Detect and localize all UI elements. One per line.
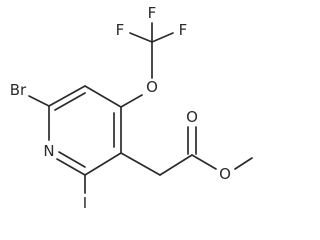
bond-c3-ch2 <box>120 152 161 176</box>
atom-label-n-ring: N <box>43 142 54 160</box>
bond-c2-c3 <box>84 152 122 176</box>
bond-o-ester-ch3 <box>234 157 253 170</box>
atom-label-o-ester: O <box>219 165 231 183</box>
bond-c5-c6-inner <box>54 92 86 111</box>
atom-label-i: I <box>83 194 87 212</box>
atom-label-f-top: F <box>148 4 157 22</box>
atom-label-o-carbonyl: O <box>186 108 198 126</box>
bonds <box>28 22 253 194</box>
bond-cf3-f-right <box>151 32 174 43</box>
bond-o-ether-c4 <box>120 94 143 108</box>
bond-c5-c6 <box>48 85 86 107</box>
bond-c-carbonyl-o-ester <box>191 154 217 170</box>
bond-n1-c2-inner <box>58 151 86 168</box>
atom-label-f-right: F <box>179 21 188 39</box>
atom-label-o-ether: O <box>146 78 158 96</box>
bond-ch2-c-carbonyl <box>159 154 193 176</box>
atom-labels: F F F O Br N I O O <box>10 4 231 212</box>
chemical-structure-drawing: F F F O Br N I O O <box>10 4 253 212</box>
bond-n1-c2 <box>56 158 86 176</box>
bond-c4-c5 <box>84 85 122 108</box>
bond-c6-br <box>28 95 50 107</box>
atom-label-f-left: F <box>116 21 125 39</box>
bond-cf3-f-left <box>129 32 153 43</box>
atom-label-br: Br <box>10 81 27 99</box>
